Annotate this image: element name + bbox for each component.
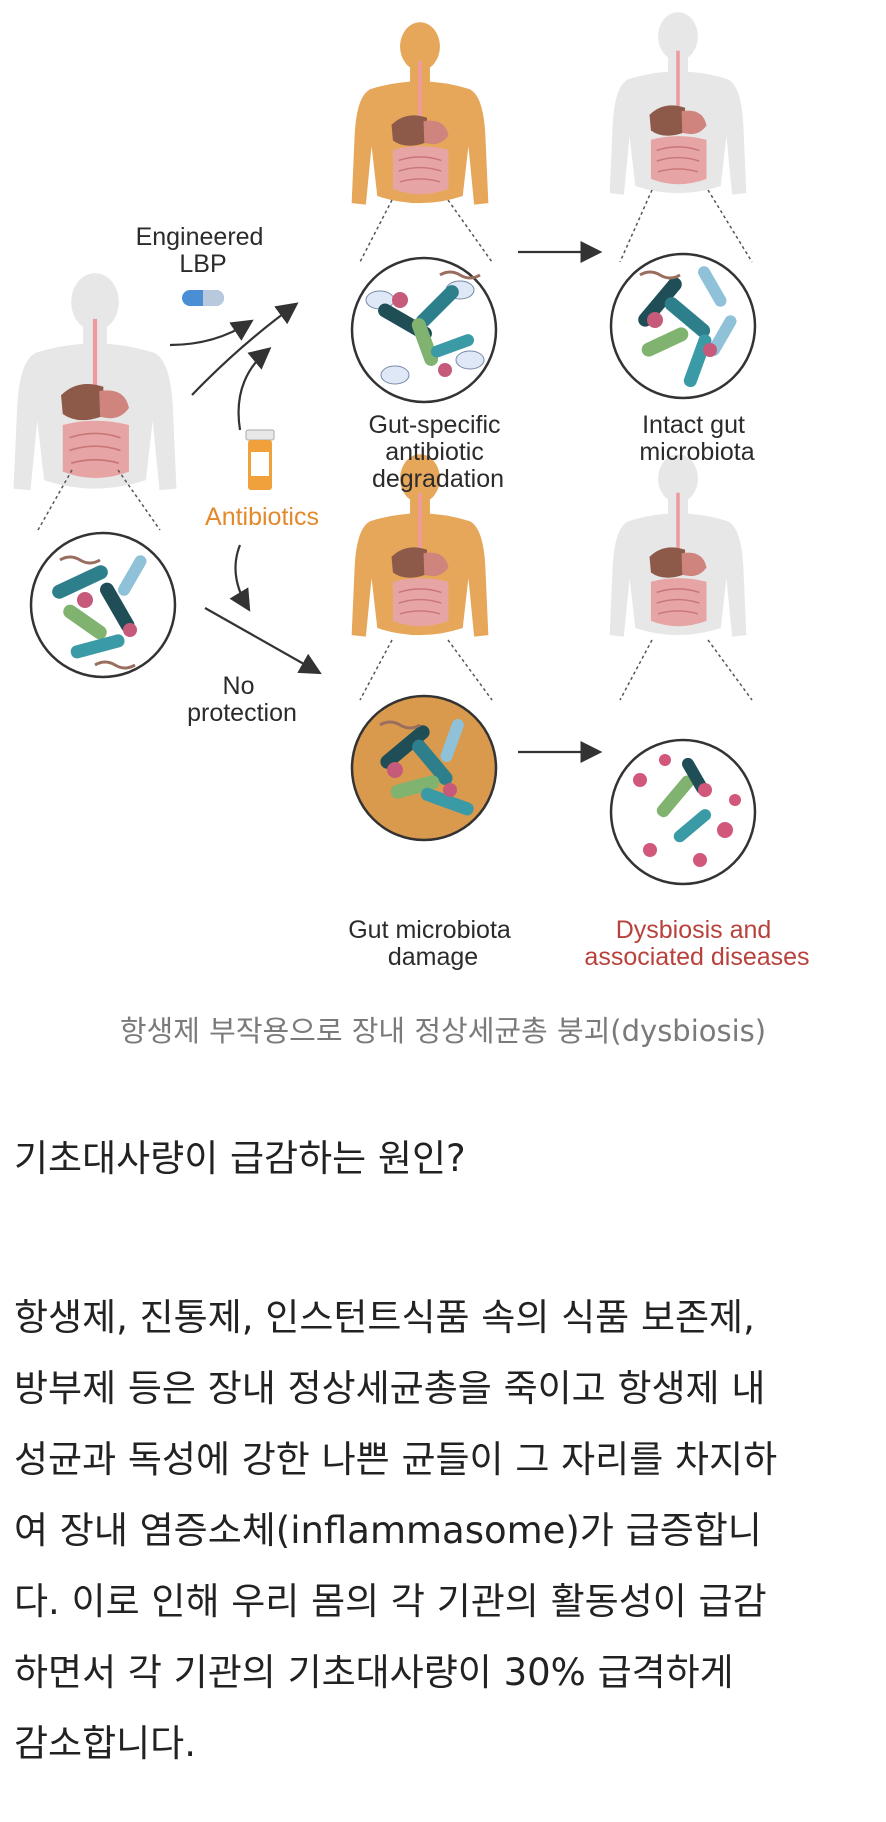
person-bottom-right bbox=[610, 454, 747, 636]
label-dysbiosis-diseases: Dysbiosis and associated diseases bbox=[584, 916, 809, 971]
figure-caption: 항생제 부작용으로 장내 정상세균총 붕괴(dysbiosis) bbox=[119, 1014, 767, 1048]
body-line: 방부제 등은 장내 정상세균총을 죽이고 항생제 내 bbox=[14, 1367, 766, 1410]
microbiota-circle-left bbox=[29, 531, 177, 679]
label-engineered-lbp: Engineered LBP bbox=[136, 223, 271, 278]
body-line: 다. 이로 인해 우리 몸의 각 기관의 활동성이 급감 bbox=[14, 1580, 767, 1623]
person-left bbox=[14, 273, 177, 490]
arrows bbox=[169, 241, 603, 763]
microbiota-circle-damage bbox=[350, 694, 498, 842]
body-line: 감소합니다. bbox=[14, 1722, 196, 1765]
label-gut-microbiota-damage: Gut microbiota damage bbox=[348, 916, 518, 971]
zoom-lines bbox=[37, 189, 753, 701]
label-no-protection: No protection bbox=[187, 672, 297, 727]
microbiota-circle-dysbiosis bbox=[609, 738, 757, 886]
section-heading: 기초대사량이 급감하는 원인? bbox=[14, 1137, 466, 1180]
person-top-right bbox=[610, 12, 747, 194]
antibiotics-bottle-icon bbox=[245, 429, 275, 490]
microbiota-circle-intact bbox=[609, 252, 757, 400]
body-text: 항생제, 진통제, 인스턴트식품 속의 식품 보존제, 방부제 등은 장내 정상… bbox=[14, 1282, 874, 1779]
label-gut-specific-degradation: Gut-specific antibiotic degradation bbox=[369, 411, 508, 493]
lbp-capsule-icon bbox=[182, 290, 224, 306]
body-line: 항생제, 진통제, 인스턴트식품 속의 식품 보존제, bbox=[14, 1296, 755, 1339]
body-line: 여 장내 염증소체(inflammasome)가 급증합니 bbox=[14, 1509, 762, 1552]
body-line: 성균과 독성에 강한 나쁜 균들이 그 자리를 차지하 bbox=[14, 1438, 778, 1481]
body-line: 하면서 각 기관의 기초대사량이 30% 급격하게 bbox=[14, 1651, 734, 1694]
microbiota-circle-gut-specific bbox=[350, 256, 498, 404]
label-intact-gut-microbiota: Intact gut microbiota bbox=[639, 411, 754, 466]
person-top-middle bbox=[352, 22, 489, 204]
label-antibiotics: Antibiotics bbox=[205, 503, 319, 531]
dysbiosis-diagram: Engineered LBP Antibiotics No protection… bbox=[0, 0, 810, 971]
